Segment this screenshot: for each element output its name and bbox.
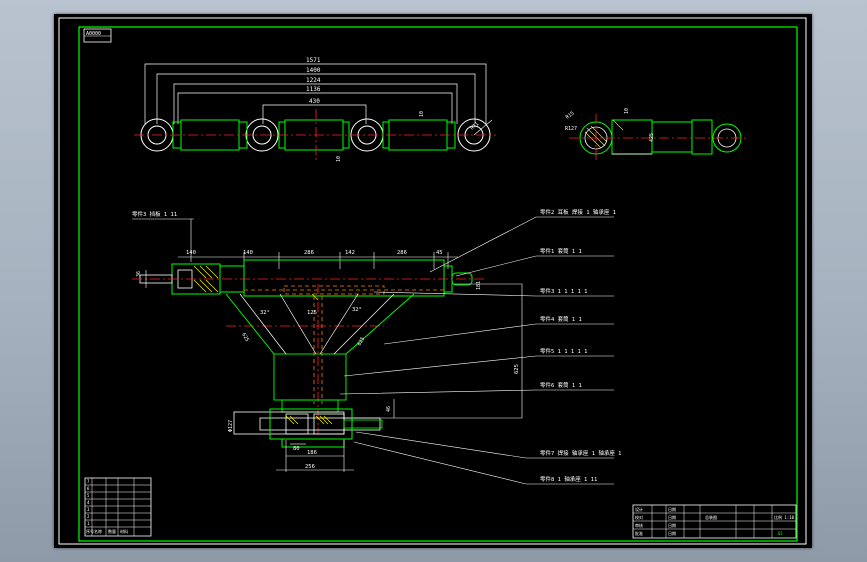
tb-date-1: 日期 — [668, 506, 676, 512]
main-dim-46: 46 — [386, 406, 392, 412]
main-dim-140: 140 — [186, 250, 196, 256]
callout-6: 零件6 套筒 1 1 — [540, 381, 582, 389]
callout-1: 零件2 耳板 焊接 1 轴承座 1 — [540, 208, 616, 216]
bom-footer-no: 序号 — [86, 528, 94, 534]
side-dim-10: 10 — [624, 108, 630, 114]
main-dim-phi127: Φ127 — [228, 420, 234, 432]
tb-date-4: 日期 — [668, 530, 676, 536]
bom-row-7: 7 — [87, 479, 90, 484]
top-dim-10a: 10 — [419, 111, 425, 117]
main-title-callout: 零件3 挡板 1 11 — [132, 210, 177, 218]
tb-drawing-name: 总装图 — [705, 514, 717, 520]
main-view: 零件3 挡板 1 11 140 140 286 142 286 45 — [132, 208, 622, 485]
main-dim-140b: 140 — [243, 250, 253, 256]
corner-tag-text: A0000 — [86, 31, 101, 37]
side-dim-r127: R127 — [565, 126, 577, 132]
main-dim-angle-left: 32° — [260, 310, 270, 316]
callout-8: 零件8 1 轴承座 1 11 — [540, 475, 597, 483]
main-dim-625-left: 625 — [240, 332, 250, 343]
tb-scale: 比例 1:10 — [774, 514, 795, 520]
main-dim-286: 286 — [304, 250, 314, 256]
bom-row-3: 3 — [87, 507, 90, 512]
bom-row-2: 2 — [87, 514, 90, 519]
main-dim-625-vert: 625 — [514, 364, 520, 374]
callout-2: 零件1 套筒 1 1 — [540, 247, 582, 255]
tb-check: 校对 — [635, 514, 643, 520]
callout-7: 零件7 焊接 轴承座 1 轴承座 1 — [540, 449, 622, 457]
main-dim-286b: 286 — [397, 250, 407, 256]
top-dim-1136: 1136 — [306, 86, 321, 93]
drawing-canvas[interactable]: A0000 1571 1400 1224 1136 430 10 10 R71 — [54, 14, 812, 548]
callout-4: 零件4 套筒 1 1 — [540, 315, 582, 323]
main-dim-45: 45 — [436, 250, 443, 256]
top-dim-430: 430 — [309, 98, 320, 105]
main-dim-181: 181 — [476, 281, 482, 290]
tb-approve: 批准 — [635, 530, 643, 536]
tb-design: 设计 — [635, 506, 643, 512]
top-dim-1571: 1571 — [306, 57, 321, 64]
main-dim-angle-right: 32° — [352, 307, 362, 313]
main-dim-186: 186 — [307, 450, 317, 456]
main-dim-125: 125 — [307, 310, 317, 316]
bom-footer-name: 名称 — [94, 528, 102, 534]
outer-sheet-border — [58, 17, 807, 545]
main-dim-80: 80 — [293, 446, 300, 452]
top-dim-1400: 1400 — [306, 67, 321, 74]
bom-table: 7 6 5 4 3 2 1 序号 名称 数量 材料 — [84, 477, 152, 537]
bom-row-5: 5 — [87, 493, 90, 498]
corner-tag-box — [83, 28, 112, 43]
callout-5: 零件5 1 1 1 1 1 — [540, 347, 587, 355]
bom-footer-material: 材料 — [120, 528, 128, 534]
bom-row-4: 4 — [87, 500, 90, 505]
inner-drawing-frame — [78, 26, 798, 542]
tb-review: 审核 — [635, 522, 643, 528]
bom-footer-qty: 数量 — [108, 528, 116, 534]
main-dim-142: 142 — [345, 250, 355, 256]
tb-date-2: 日期 — [668, 514, 676, 520]
tb-sheet-no: 01 — [778, 531, 783, 536]
tb-date-3: 日期 — [668, 522, 676, 528]
callout-3: 零件3 1 1 1 1 1 — [540, 287, 587, 295]
bom-row-6: 6 — [87, 486, 90, 491]
cad-viewport[interactable]: A0000 1571 1400 1224 1136 430 10 10 R71 — [54, 14, 812, 548]
bom-row-1: 1 — [87, 521, 90, 526]
top-view: 1571 1400 1224 1136 430 10 10 R71 — [134, 57, 496, 162]
main-dim-625-right: 625 — [357, 336, 367, 347]
title-block: 设计 校对 审核 批准 日期 日期 日期 日期 总装图 比例 1:10 01 — [632, 504, 797, 539]
side-dim-r15: R15 — [565, 111, 576, 121]
top-dim-10b: 10 — [336, 156, 342, 162]
main-dim-256: 256 — [305, 464, 315, 470]
side-dim-425: 425 — [649, 133, 655, 142]
main-dim-36: 36 — [136, 271, 142, 277]
side-view: R15 R127 10 425 — [565, 108, 749, 162]
top-dim-1224: 1224 — [306, 77, 321, 84]
